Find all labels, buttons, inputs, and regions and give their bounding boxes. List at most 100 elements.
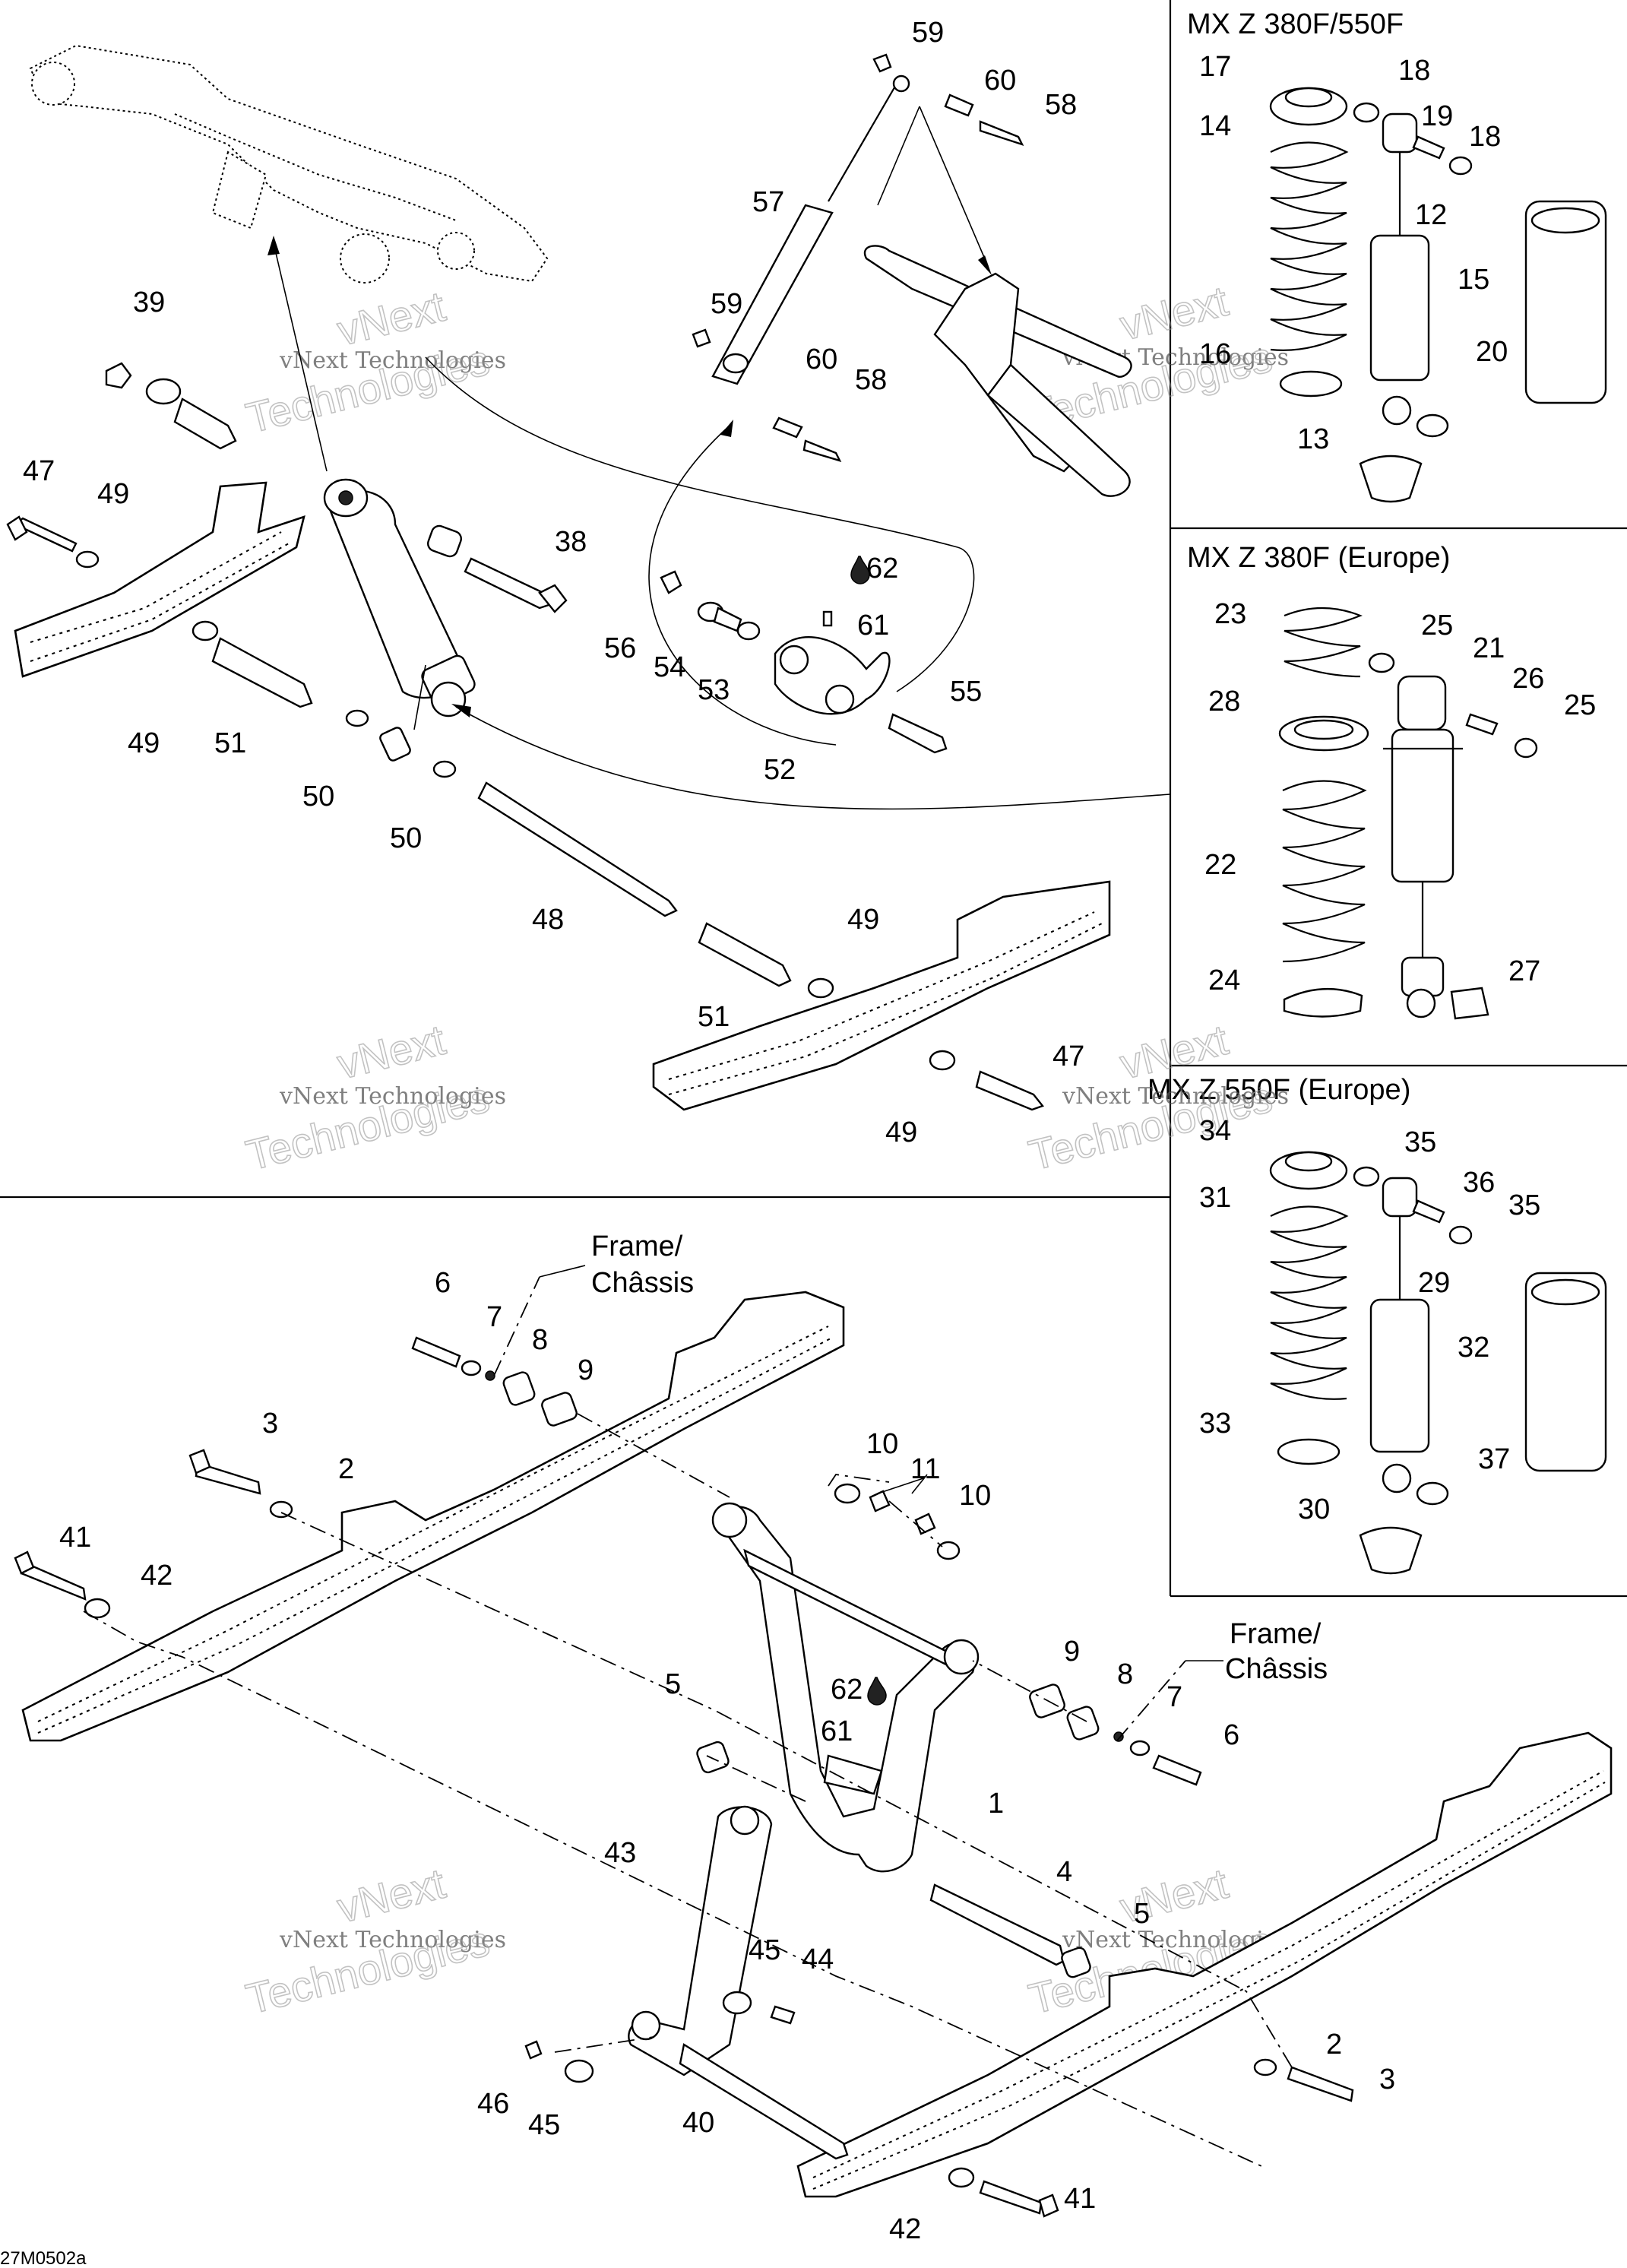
rear-shock-assembly <box>323 478 476 717</box>
callout-52: 52 <box>764 754 796 786</box>
callout-22: 22 <box>1204 849 1236 881</box>
callout-6a: 6 <box>435 1267 451 1299</box>
callout-35b: 35 <box>1508 1189 1540 1221</box>
svg-text:vNext: vNext <box>1116 1859 1233 1932</box>
callout-56: 56 <box>604 632 636 664</box>
callout-49b: 49 <box>128 727 160 759</box>
callout-54: 54 <box>654 651 685 683</box>
callout-12: 12 <box>1415 199 1447 231</box>
callout-47a: 47 <box>23 455 55 487</box>
callout-45a: 45 <box>749 1934 780 1966</box>
callout-48: 48 <box>532 904 564 936</box>
callout-19: 19 <box>1421 100 1453 132</box>
watermark-5: vNext Technologies vNext Technologies <box>241 1858 506 2023</box>
callout-20: 20 <box>1476 336 1508 368</box>
callout-46: 46 <box>477 2088 509 2120</box>
callout-34: 34 <box>1199 1115 1231 1147</box>
callout-18a: 18 <box>1398 55 1430 87</box>
callout-42b: 42 <box>889 2213 921 2245</box>
callout-10a: 10 <box>866 1428 898 1460</box>
callout-10b: 10 <box>959 1480 991 1512</box>
callout-49a: 49 <box>97 478 129 510</box>
callout-62b: 62 <box>831 1674 863 1706</box>
front-arm <box>711 1502 980 1873</box>
callout-17: 17 <box>1199 51 1231 83</box>
callout-25a: 25 <box>1421 610 1453 641</box>
leader-arrows-upper <box>267 106 1171 810</box>
callout-8b: 8 <box>1117 1658 1133 1690</box>
figure-code: 27M0502a <box>0 2248 87 2268</box>
rear-arm-ghost <box>29 44 549 284</box>
callout-3a: 3 <box>262 1408 278 1440</box>
callout-29: 29 <box>1418 1267 1450 1299</box>
callout-44: 44 <box>802 1943 834 1975</box>
callouts: 59 60 58 57 59 60 58 62 61 56 54 53 55 5… <box>23 17 1596 2245</box>
frame-label-left: Frame/ Châssis <box>591 1231 694 1299</box>
panel2-parts <box>1278 607 1538 1020</box>
panel3-parts <box>1269 1151 1607 1575</box>
oil-drop-icon <box>850 556 870 584</box>
svg-text:Châssis: Châssis <box>1225 1653 1328 1685</box>
callout-47b: 47 <box>1052 1041 1084 1072</box>
callout-15: 15 <box>1458 264 1489 296</box>
callout-31: 31 <box>1199 1182 1231 1214</box>
callout-59b: 59 <box>711 288 742 320</box>
watermark-1: vNext Technologies vNext Technologies <box>241 281 506 442</box>
rail-left-lower <box>21 1291 845 1742</box>
rail-right-upper <box>652 880 1111 1111</box>
svg-text:Frame/: Frame/ <box>1230 1618 1322 1650</box>
callout-23: 23 <box>1214 598 1246 630</box>
callout-58b: 58 <box>855 364 887 396</box>
front-shock-57 <box>692 53 1024 462</box>
callout-7b: 7 <box>1166 1681 1182 1713</box>
svg-text:vNext Technologies: vNext Technologies <box>279 347 506 374</box>
callout-24: 24 <box>1208 965 1240 996</box>
watermark-3: vNext Technologies vNext Technologies <box>241 1015 506 1180</box>
callout-26: 26 <box>1512 663 1544 695</box>
callout-59a: 59 <box>912 17 944 49</box>
callout-50a: 50 <box>302 781 334 812</box>
callout-5b: 5 <box>1134 1898 1150 1930</box>
callout-41b: 41 <box>1064 2183 1096 2215</box>
callout-49d: 49 <box>885 1117 917 1148</box>
rail-left-upper <box>14 481 305 678</box>
svg-text:Frame/: Frame/ <box>591 1231 683 1262</box>
frame-label-right: Frame/ Châssis <box>1225 1618 1328 1685</box>
panel-title-mxz-380f-europe: MX Z 380F (Europe) <box>1187 542 1450 574</box>
svg-text:vNext: vNext <box>333 282 451 355</box>
callout-6b: 6 <box>1223 1719 1239 1751</box>
callout-9a: 9 <box>578 1354 594 1386</box>
callout-50b: 50 <box>390 822 422 854</box>
svg-text:vNext: vNext <box>333 1859 451 1932</box>
link-43 <box>524 1805 849 2160</box>
svg-text:vNext Technologies: vNext Technologies <box>279 1083 506 1110</box>
panel-title-mxz-380f-550f: MX Z 380F/550F <box>1187 8 1404 40</box>
callout-2a: 2 <box>338 1453 354 1485</box>
callout-62a: 62 <box>866 553 898 584</box>
callout-5a: 5 <box>665 1668 681 1700</box>
svg-text:vNext Technologies: vNext Technologies <box>1062 1083 1289 1110</box>
callout-35a: 35 <box>1404 1126 1436 1158</box>
svg-text:Châssis: Châssis <box>591 1267 694 1299</box>
rail-right-lower <box>796 1731 1613 2198</box>
callout-33: 33 <box>1199 1408 1231 1440</box>
callout-51b: 51 <box>698 1001 730 1033</box>
callout-1: 1 <box>988 1788 1004 1820</box>
callout-14: 14 <box>1199 110 1231 142</box>
rear-shock-hardware <box>6 362 1044 1111</box>
svg-text:vNext: vNext <box>333 1015 451 1088</box>
callout-4: 4 <box>1056 1856 1072 1888</box>
front-arm-hardware <box>14 1336 1354 2218</box>
svg-text:vNext Technologies: vNext Technologies <box>279 1927 506 1953</box>
oil-drop-icon <box>867 1677 887 1706</box>
callout-21: 21 <box>1473 632 1505 664</box>
callout-7a: 7 <box>486 1301 502 1333</box>
callout-60a: 60 <box>984 65 1016 97</box>
callout-28: 28 <box>1208 686 1240 717</box>
callout-27: 27 <box>1508 955 1540 987</box>
callout-60b: 60 <box>806 344 837 375</box>
front-arm-bracket <box>863 245 1132 497</box>
callout-32: 32 <box>1458 1332 1489 1364</box>
callout-18b: 18 <box>1469 121 1501 153</box>
